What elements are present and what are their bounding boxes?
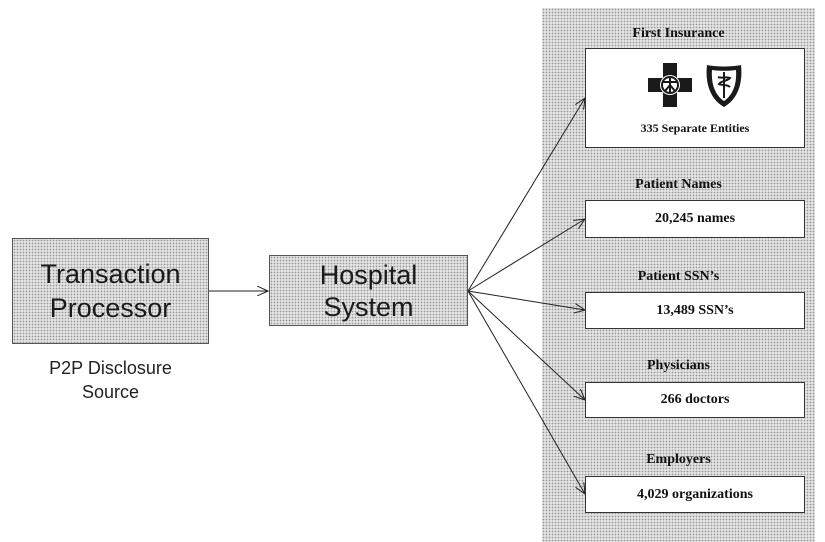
source-caption-line2: Source bbox=[81, 382, 140, 402]
category-title-ssn: Patient SSN’s bbox=[637, 269, 720, 284]
edge-hospital-to-physicians bbox=[467, 290, 585, 400]
transaction-processor-label-line2: Processor bbox=[49, 293, 172, 323]
source-caption: P2P Disclosure Source bbox=[12, 356, 209, 404]
blue-shield-icon bbox=[706, 65, 742, 107]
transaction-processor-node: Transaction Processor bbox=[12, 238, 209, 344]
edge-hospital-to-insurance bbox=[467, 98, 585, 292]
hospital-system-label-line1: Hospital bbox=[319, 259, 418, 290]
transaction-processor-label-line1: Transaction bbox=[40, 259, 181, 289]
edge-hospital-to-names bbox=[467, 219, 585, 292]
employers-box: 4,029 organizations bbox=[585, 476, 805, 513]
hospital-system-label-line2: System bbox=[323, 291, 414, 322]
insurance-box: 335 Separate Entities bbox=[585, 48, 805, 148]
category-title-names: Patient Names bbox=[635, 177, 722, 192]
patient-names-box: 20,245 names bbox=[585, 200, 805, 238]
source-caption-line1: P2P Disclosure bbox=[49, 358, 172, 378]
category-title-insurance: First Insurance bbox=[632, 26, 725, 41]
edge-hospital-to-employers bbox=[467, 290, 585, 494]
insurance-logos bbox=[586, 61, 804, 109]
patient-ssn-box: 13,489 SSN’s bbox=[585, 292, 805, 329]
insurance-entities-value: 335 Separate Entities bbox=[640, 121, 750, 135]
physicians-box: 266 doctors bbox=[585, 382, 805, 418]
category-title-physicians: Physicians bbox=[646, 358, 710, 373]
category-title-employers: Employers bbox=[646, 452, 711, 467]
edge-hospital-to-ssn bbox=[467, 290, 585, 310]
hospital-system-node: Hospital System bbox=[269, 255, 468, 326]
blue-cross-icon bbox=[648, 63, 692, 107]
